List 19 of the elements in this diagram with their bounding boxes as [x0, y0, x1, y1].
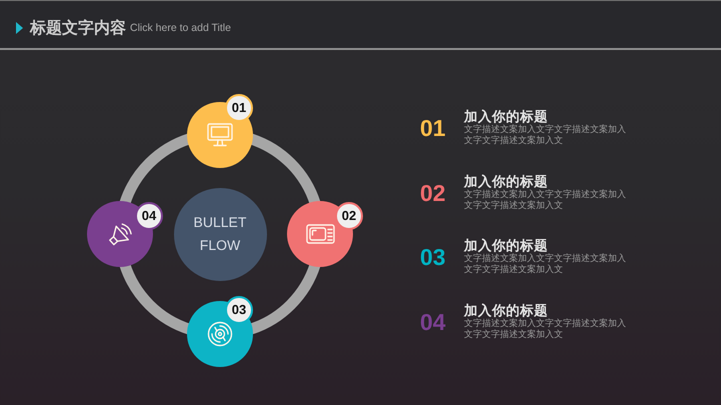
item-number: 02 — [420, 180, 446, 206]
item-title: 加入你的标题 — [464, 174, 548, 190]
subtitle: Click here to add Title — [130, 22, 231, 35]
item-title: 加入你的标题 — [464, 109, 548, 125]
item-description: 文字描述文案加入文字文字描述文案加入文字文字描述文案加入文 — [464, 125, 627, 147]
number-badge: 01 — [225, 94, 253, 122]
item-number: 01 — [420, 115, 446, 141]
item-number: 04 — [420, 309, 446, 335]
center-circle: BULLET FLOW — [174, 188, 266, 280]
number-badge: 02 — [335, 202, 363, 230]
item-description: 文字描述文案加入文字文字描述文案加入文字文字描述文案加入文 — [464, 319, 627, 341]
number-badge: 04 — [135, 202, 163, 230]
number-badge: 03 — [225, 296, 253, 324]
item-number: 03 — [420, 244, 446, 270]
page-title: 标题文字内容 — [30, 18, 126, 38]
item-description: 文字描述文案加入文字文字描述文案加入文字文字描述文案加入文 — [464, 254, 627, 276]
item-description: 文字描述文案加入文字文字描述文案加入文字文字描述文案加入文 — [464, 190, 627, 212]
item-title: 加入你的标题 — [464, 238, 548, 254]
item-title: 加入你的标题 — [464, 303, 548, 319]
